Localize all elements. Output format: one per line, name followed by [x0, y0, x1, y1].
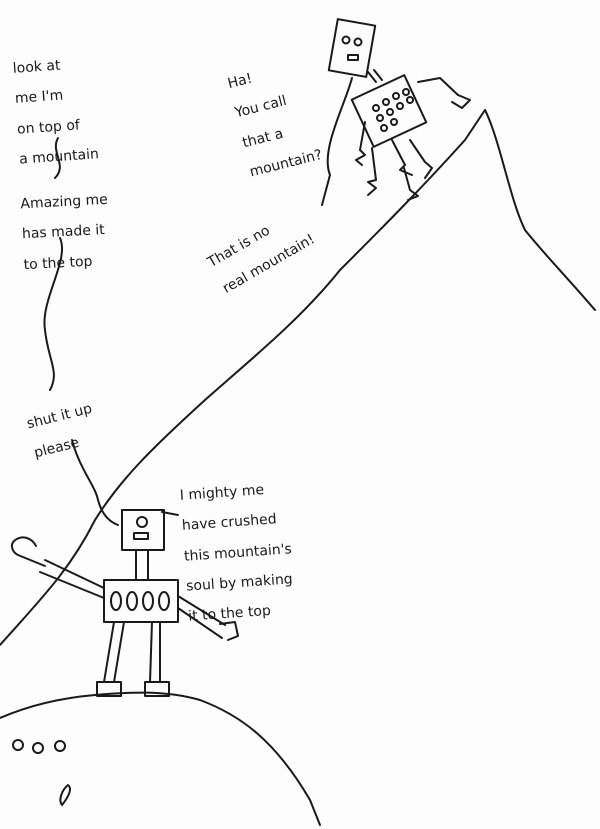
speech-line: soul by making [185, 571, 294, 595]
speech-line: mountain? [247, 146, 324, 181]
pebble-icons [12, 739, 71, 806]
connector-mid-left [43, 237, 63, 391]
cane-icon [10, 536, 46, 567]
speech-left-top: look at me I'm on top of a mountain [11, 41, 100, 182]
speech-line: please [32, 435, 81, 462]
speech-line: You call [233, 93, 289, 122]
speech-line: has made it [21, 222, 106, 243]
speech-left-middle: Amazing me has made it to the top [19, 178, 112, 288]
speech-line: Amazing me [20, 191, 109, 213]
mountain-right-slope [484, 109, 596, 311]
speech-bottom-right: I mighty me have crushed this mountain's… [178, 466, 297, 639]
connector-lower-left [71, 439, 119, 526]
speech-line: Ha! [226, 70, 254, 93]
connector-right-top [321, 77, 353, 206]
speech-line: this mountain's [183, 540, 293, 565]
speech-line: shut it up [25, 400, 94, 433]
speech-line: I mighty me [179, 482, 265, 505]
speech-line: it to the top [187, 602, 272, 625]
bottom-hill [0, 691, 321, 826]
speech-line: me I'm [14, 87, 64, 108]
speech-line: a mountain [18, 145, 100, 168]
speech-line: have crushed [181, 511, 278, 535]
robot-large-bottom [39, 509, 239, 697]
robot-small-top [327, 18, 471, 201]
speech-line: that a [240, 125, 285, 151]
speech-line: look at [12, 57, 61, 77]
speech-line: on top of [16, 116, 81, 138]
speech-line: to the top [23, 253, 93, 273]
mountain-left-slope [0, 109, 486, 646]
connector-top-left [54, 137, 61, 179]
